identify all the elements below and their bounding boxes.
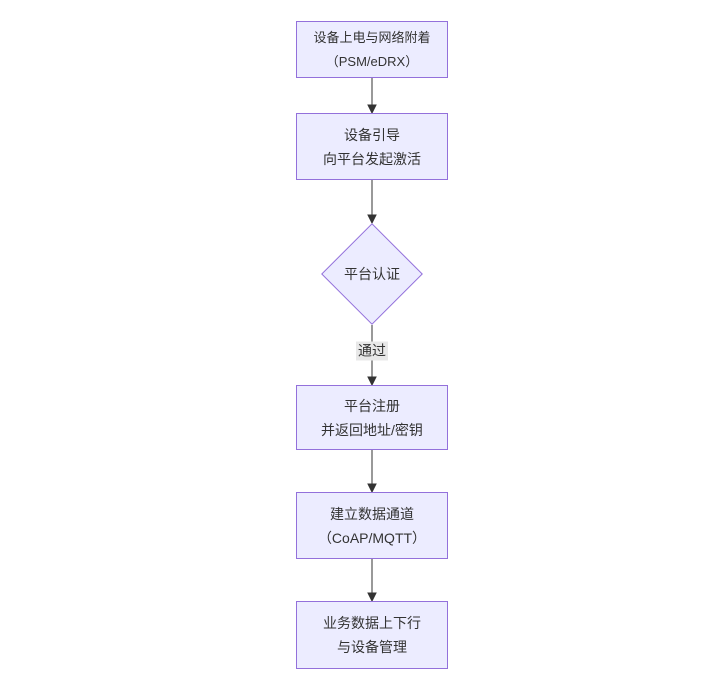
arrowhead-icon xyxy=(367,592,377,603)
edge-power-attach-to-bootstrap xyxy=(367,78,377,115)
arrowhead-icon xyxy=(367,376,377,387)
node-power-on-network-attach: 设备上电与网络附着 （PSM/eDRX） xyxy=(296,21,448,78)
node-label-line: 并返回地址/密钥 xyxy=(321,421,423,438)
arrowhead-icon xyxy=(367,483,377,494)
node-business-data: 业务数据上下行 与设备管理 xyxy=(296,601,448,669)
arrowhead-icon xyxy=(367,104,377,115)
node-label-line: 设备引导 xyxy=(344,126,400,143)
node-device-bootstrap: 设备引导 向平台发起激活 xyxy=(296,113,448,180)
arrowhead-icon xyxy=(367,214,377,225)
node-label-line: （CoAP/MQTT） xyxy=(317,529,427,546)
node-label-line: （PSM/eDRX） xyxy=(325,53,419,69)
node-platform-register: 平台注册 并返回地址/密钥 xyxy=(296,385,448,450)
edge-platform-register-to-data-channel xyxy=(367,450,377,494)
edge-data-channel-to-business-data xyxy=(367,559,377,603)
node-data-channel: 建立数据通道 （CoAP/MQTT） xyxy=(296,492,448,559)
node-label-line: 建立数据通道 xyxy=(330,505,414,522)
edge-bootstrap-to-platform-auth xyxy=(367,180,377,225)
node-label-line: 设备上电与网络附着 xyxy=(313,29,431,45)
node-label-line: 业务数据上下行 xyxy=(323,615,421,631)
node-label-line: 向平台发起激活 xyxy=(323,150,421,167)
edge-label-pass: 通过 xyxy=(356,341,388,361)
node-label-line: 平台注册 xyxy=(344,397,400,414)
node-label-line: 与设备管理 xyxy=(337,639,407,655)
